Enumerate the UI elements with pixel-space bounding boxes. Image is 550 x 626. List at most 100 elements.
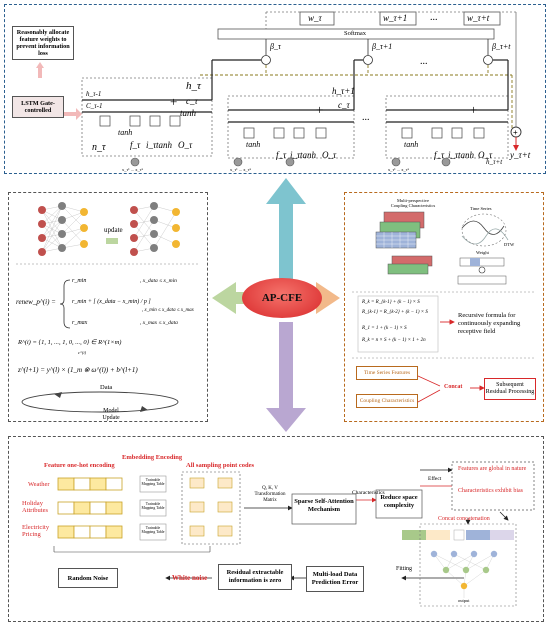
n-tau-label: n_τ (92, 142, 106, 153)
white-noise-label: White noise (172, 574, 208, 582)
h-taut-label: h_τ+t (486, 158, 503, 166)
time-series-label: Time Series (470, 206, 492, 211)
softmax-label: Softmax (344, 30, 367, 37)
time-series-features-box: Time Series Features (356, 366, 418, 380)
fitting-label: Fitting (396, 566, 413, 572)
bottom-panel (8, 436, 544, 622)
coupling-grids (375, 211, 433, 275)
svg-text:+: + (513, 128, 518, 137)
bias-text: Characteristics exhibit bias (458, 488, 523, 494)
concat-strip (402, 529, 514, 541)
update-label: update (104, 226, 123, 234)
eq3: R_1 = 1 + (k − 1) × S (362, 326, 407, 331)
all-sampling-title: All sampling point codes (186, 462, 255, 469)
h-tau-label: h_τ (186, 80, 201, 92)
eq4: R_k = n × S + (k − 1) × 1 + 2n (362, 338, 426, 343)
mapping-2: Trainable Mapping Table (141, 502, 165, 511)
effect-label: Effect (428, 476, 442, 482)
plus-1: + (170, 94, 178, 109)
w-taut-label: w_τ+t (467, 13, 490, 23)
eq1: R_k = R_{k-1} + (k − 1) × S (362, 300, 420, 305)
ellipsis-top: ... (430, 12, 438, 23)
case3-right: , x_max ≤ x_data (140, 320, 178, 326)
renew-lhs: renew_p^(i) = (16, 298, 56, 306)
c-prev-label: C_τ-1 (86, 102, 103, 110)
embedding-title: Embedding Encoding (122, 454, 183, 461)
weight-label: Weight (476, 250, 489, 255)
dtw-label: DTW (504, 242, 515, 247)
mapping-1: Trainable Mapping Table (141, 478, 165, 487)
x-inputs-2: x_τ¹ ... x_τⁿ (230, 167, 252, 172)
residual-zero-box: Residual extractable information is zero (218, 564, 292, 590)
softmax-bar (217, 28, 495, 40)
coupling-title: Multi-perspective Coupling Characteristi… (390, 198, 436, 208)
eq2: R_{k-1} = R_{k-2} + (k − 1) × S (362, 310, 428, 315)
concat-label: Concat (444, 384, 463, 390)
x-inputs-3: x_τ¹ ... x_τⁿ (388, 167, 410, 172)
coupling-characteristics-box: Coupling Characteristics (356, 394, 418, 408)
w-tau1-label: w_τ+1 (383, 13, 408, 23)
lstm-cell-2 (227, 95, 355, 159)
onehot-grids (57, 477, 123, 539)
global-text: Features are global in nature (458, 466, 527, 472)
case3-left: r_max (72, 320, 88, 326)
x-inputs-1: x_τ¹ ... x_τⁿ (122, 167, 144, 172)
neural-net-right (130, 202, 180, 256)
lstm-cell-1 (81, 77, 213, 157)
case1-right: , x_data ≤ x_min (140, 278, 177, 284)
output-label: output (458, 598, 470, 603)
neural-net-left (38, 202, 88, 256)
tanh-1: tanh (180, 108, 197, 118)
beta-tau1-label: β_τ+1 (372, 42, 393, 51)
left-panel (8, 192, 208, 422)
o-tau-3: O_τ (478, 150, 493, 160)
c-tau-2-label: c_τ (338, 100, 350, 110)
o-tau-2: O_τ (322, 150, 337, 160)
reduce-label: Reduce space complexity (380, 494, 418, 509)
characteristics-label: Characteristics (352, 490, 385, 496)
ellipsis-mid: ... (420, 56, 428, 67)
weather-label: Weather (28, 481, 50, 488)
lstm-gate-box: LSTM Gate-controlled (12, 96, 64, 118)
allocate-weights-box: Reasonably allocate feature weights to p… (12, 26, 74, 60)
update-arrow-block (106, 238, 118, 244)
f-tau-3: f_τ (434, 150, 445, 160)
r-formula: R^(i) = {1, 1, ..., 1, 0, ..., 0} ∈ R^(1… (18, 339, 122, 346)
right-panel (344, 192, 544, 422)
multiload-error-box: Multi-load Data Prediction Error (306, 566, 364, 592)
data-label: Data (100, 384, 113, 391)
c-tau-label: c_τ (186, 96, 198, 106)
tanh-3b: tanh (458, 150, 475, 160)
z-formula: z^(l+1) = y^(l) × (1_m ⊗ ω^(l)) + b^(l+1… (18, 366, 138, 374)
model-update-label: Model Update (102, 408, 120, 421)
tanh-1b: tanh (118, 128, 133, 137)
beta-taut-label: β_τ+t (492, 42, 511, 51)
random-noise-box: Random Noise (58, 568, 118, 588)
ellipsis-cell: ... (362, 112, 370, 123)
ap-cfe-ellipse: AP-CFE (242, 278, 322, 318)
recursive-text: Recursive formula for continuously expan… (458, 312, 521, 335)
h-tau1-label: h_τ+1 (332, 86, 355, 96)
plus-3: + (470, 102, 478, 117)
holiday-label: Holiday Attributes (22, 500, 48, 514)
tanh-3: tanh (404, 140, 419, 149)
qkv-label: Q, K, V Transformation Matrix (254, 486, 286, 503)
h-prev-label: h_τ-1 (86, 90, 102, 98)
beta-tau-label: β_τ (270, 42, 281, 51)
case2-right: , x_min ≤ x_data ≤ x_max (142, 308, 194, 313)
subsequent-residual-box: Subsequent Residual Processing (484, 378, 536, 400)
ap-cfe-label: AP-CFE (261, 292, 303, 304)
y-output-label: y_τ+t (510, 150, 531, 160)
sparse-label: Sparse Self-Attention Mechanism (294, 498, 354, 513)
tanh-2: tanh (246, 140, 261, 149)
tanh-2b: tanh (300, 150, 317, 160)
mini-network (430, 550, 498, 598)
i-tau-3: i_τ (448, 150, 459, 160)
r-sub: c^(i) (78, 350, 87, 355)
mapping-3: Trainable Mapping Table (141, 526, 165, 535)
f-tau-1: f_τ (130, 140, 141, 150)
w-tau-label: w_τ (308, 13, 322, 23)
i-tau-1: i_τ (146, 140, 157, 150)
case1-left: r_min (72, 278, 87, 284)
i-tau-2: i_τ (290, 150, 301, 160)
